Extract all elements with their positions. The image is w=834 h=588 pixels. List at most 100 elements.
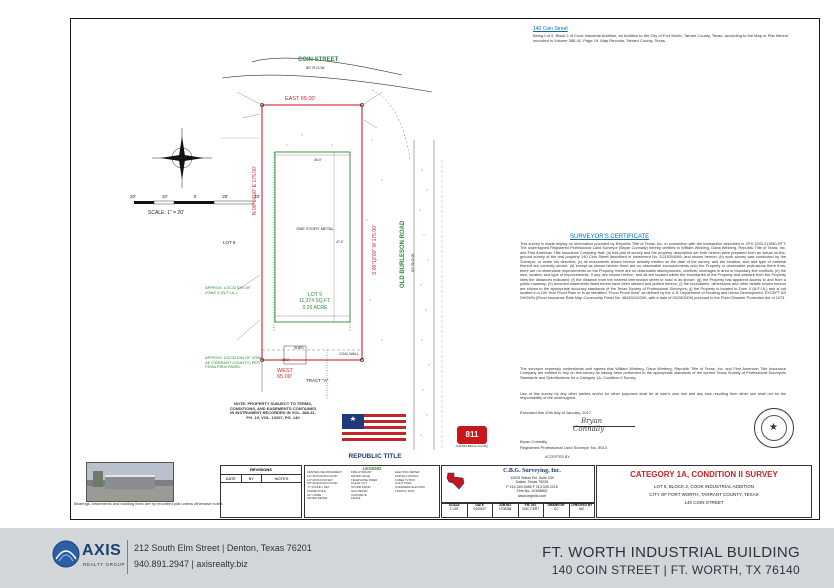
executed-line: Executed this 20th day of January, 2017. bbox=[520, 410, 593, 415]
certificate-para-2: The surveyor expressly understands and a… bbox=[520, 367, 786, 380]
legend-item: CONCRETE bbox=[351, 493, 367, 497]
west-dim: 65.00' bbox=[277, 374, 292, 380]
scale-ticks: 20' 10' 0 20' 40' bbox=[130, 194, 260, 199]
title-block: CATEGORY 1A, CONDITION II SURVEY LOT 9, … bbox=[596, 465, 812, 518]
zone-note-2: APPROX. LOCATION OF ZONE AE (TARRANT COU… bbox=[205, 355, 263, 370]
coal-wall-label: COAL WALL bbox=[339, 352, 359, 356]
job-info-value: DOC CERT bbox=[522, 507, 540, 511]
legend-item: CLEAN OUT bbox=[351, 482, 368, 486]
west-label: WEST bbox=[277, 368, 293, 374]
corner-iron-rod-sw bbox=[260, 358, 264, 362]
footer-address: 212 South Elm Street | Denton, Texas 762… bbox=[134, 543, 312, 553]
title-street: 140 COIN STREET bbox=[684, 500, 724, 505]
dim-47-label: 47.0' bbox=[336, 240, 344, 244]
axis-brand: AXIS bbox=[82, 542, 122, 559]
coin-street-curb bbox=[251, 57, 403, 76]
category-title: CATEGORY 1A, CONDITION II SURVEY bbox=[630, 470, 778, 479]
company-address: 12025 Shiloh Rd. Suite 230 bbox=[510, 476, 554, 480]
corner-iron-rod-ne bbox=[360, 103, 364, 107]
title-city: CITY OF FORT WORTH, TARRANT COUNTY, TEXA… bbox=[649, 492, 759, 497]
legend-item: FENCE bbox=[351, 497, 361, 501]
legend-item: TRAFFIC SIGN bbox=[395, 489, 415, 493]
legend-item: OVERHEAD ELECTRIC bbox=[395, 486, 426, 490]
footer-contact[interactable]: 940.891.2947 | axisrealty.biz bbox=[134, 559, 248, 569]
certificate-para-1: This survey is made relying on informati… bbox=[520, 242, 786, 300]
legend-item: CABLE TV BOX bbox=[395, 478, 416, 482]
legend-item: 1/2" IRON ROD SET bbox=[307, 478, 333, 482]
company-block: C.B.G. Surveying, Inc. 12025 Shiloh Rd. … bbox=[441, 465, 595, 504]
survey-sheet bbox=[70, 18, 820, 520]
road-row-label: 50' R.O.W. bbox=[410, 252, 415, 272]
footer-divider bbox=[127, 540, 128, 574]
dim-25-label: 25.0' bbox=[282, 358, 290, 362]
company-city: Dallas, Texas 75228 bbox=[515, 480, 549, 485]
building-label: ONE STORY METAL bbox=[296, 226, 334, 231]
job-info-value: MC bbox=[579, 507, 585, 511]
legend-item: ASPHALT PAVING bbox=[395, 474, 419, 478]
surveyor-signature: Bryan Connally bbox=[573, 417, 635, 433]
revisions-title: REVISIONS bbox=[221, 466, 301, 475]
address-heading: 140 Coin Street bbox=[533, 26, 568, 32]
company-web: www.cbgtxllc.com bbox=[517, 493, 547, 498]
job-info-value: CC bbox=[553, 507, 559, 511]
company-phone: P 214.349.9485 F 214.349.2216 bbox=[506, 484, 558, 489]
bearing-left-label: N 00°16'00" E 175.00' bbox=[252, 166, 258, 215]
zone-note-1: APPROX. LOCATION OF ZONE X (N.F.I.A.) bbox=[205, 285, 251, 295]
corner-iron-rod-nw bbox=[260, 103, 264, 107]
survey-header: 140 Coin Street Being Lot 9, Block 2 of … bbox=[515, 26, 811, 43]
scale-label: SCALE: 1" = 20' bbox=[148, 210, 184, 216]
legend-item: LIGHT POLE bbox=[395, 482, 412, 486]
asphalt-stipple bbox=[286, 134, 430, 436]
job-info-header: SCALE bbox=[448, 503, 460, 507]
certificate-title: SURVEYOR'S CERTIFICATE bbox=[570, 234, 650, 240]
lot-acres: 0.26 ACRE bbox=[302, 304, 328, 311]
lot-info: LOT 9 11,374 SQ.FT. 0.26 ACRE bbox=[292, 292, 338, 311]
bearing-right-label: S 00°16'00" W 175.00' bbox=[372, 225, 378, 275]
legal-description: Being Lot 9, Block 2 of Cook Industrial … bbox=[533, 33, 789, 43]
legend-item: STORM DRAIN bbox=[351, 486, 371, 490]
coin-street-edge bbox=[221, 74, 433, 93]
legend-item: "X" FOUND / SET bbox=[307, 486, 330, 490]
east-dim: 65.00' bbox=[300, 96, 316, 102]
title-lot: LOT 9, BLOCK 2, COOK INDUSTRIAL ADDITION bbox=[653, 484, 755, 489]
legend-item: 5/8" IRON ROD FOUND bbox=[307, 482, 338, 486]
legend-item: WATER VALVE bbox=[351, 474, 371, 478]
lot8-label: LOT 8 bbox=[223, 240, 236, 245]
company-name: C.B.G. Surveying, Inc. bbox=[503, 468, 561, 474]
job-info-value: 1700284 bbox=[499, 507, 512, 511]
revisions-table: REVISIONS DATE BY NOTES bbox=[220, 465, 302, 518]
footer-bar bbox=[0, 528, 834, 588]
scale-bar bbox=[134, 200, 255, 205]
shed-label: SHED bbox=[294, 346, 304, 350]
legend-item: POWER POLE bbox=[307, 489, 326, 493]
tract-label: TRACT "A" bbox=[306, 378, 329, 383]
legend-item: FIRE HYDRANT bbox=[351, 471, 372, 474]
footer-title-main: FT. WORTH INDUSTRIAL BUILDING bbox=[542, 544, 800, 561]
street-row-label: 50' R.O.W. bbox=[306, 65, 326, 70]
texas-811-logo: 811 Call 811 Before You Dig bbox=[452, 426, 492, 452]
property-boundary bbox=[261, 104, 363, 361]
legend-item: GUY WIRE bbox=[307, 493, 322, 497]
corner-iron-rod-se bbox=[360, 358, 364, 362]
shed-outline bbox=[283, 345, 307, 365]
axis-logo-icon bbox=[52, 539, 80, 575]
cross-note: NOTE: PROPERTY SUBJECT TO TERMS, CONDITI… bbox=[229, 401, 317, 420]
job-info-cell: F.B. NO.DOC CERT bbox=[519, 503, 544, 517]
republic-title-logo: REPUBLIC TITLE bbox=[332, 410, 418, 460]
surveyor-seal: ★ bbox=[754, 408, 794, 448]
axis-brand-sub: REALTY GROUP bbox=[83, 562, 126, 567]
job-info-value: 1"=20' bbox=[449, 507, 459, 511]
job-info-header: F.B. NO. bbox=[524, 503, 537, 507]
job-info-value: 01/20/17 bbox=[473, 507, 486, 511]
job-info-header: DRAWN BY bbox=[547, 503, 565, 507]
legend-item: ELECTRIC METER bbox=[395, 471, 420, 474]
surveyor-title: Registered Professional Land Surveyor No… bbox=[520, 445, 607, 450]
lot-area: 11,374 SQ.FT. bbox=[299, 298, 331, 305]
